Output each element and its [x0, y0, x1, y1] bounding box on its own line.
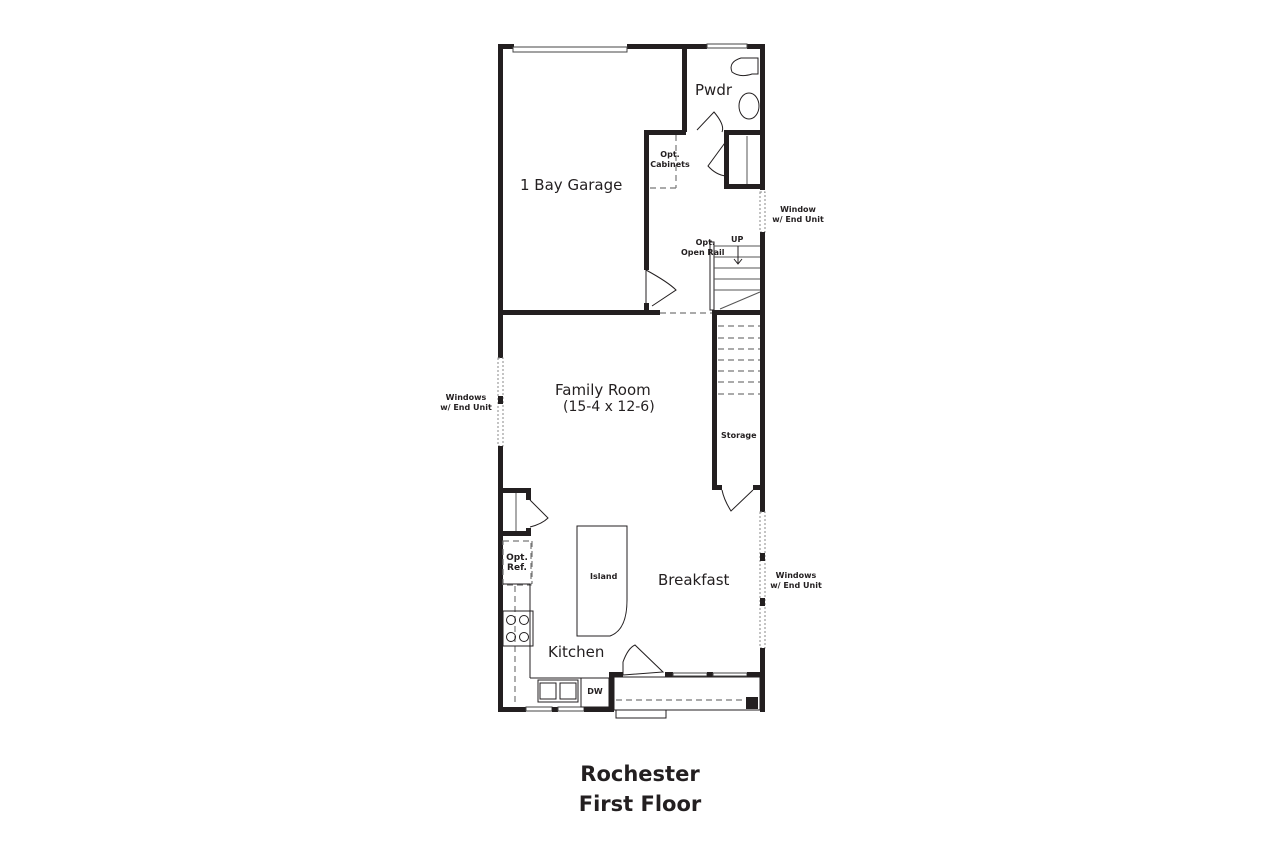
- window-right-upper: [759, 191, 766, 233]
- door-storage: [721, 489, 754, 512]
- window-mullion: [498, 396, 503, 404]
- wall-segment: [724, 130, 765, 135]
- room-label-storage: Storage: [721, 431, 757, 440]
- door-rear: [622, 644, 665, 676]
- cooktop-icon: [502, 610, 534, 647]
- label-windows-line1: Windows: [445, 393, 487, 402]
- stair-above-lines: [718, 325, 760, 395]
- wall-segment: [753, 485, 765, 490]
- wall-segment: [707, 672, 713, 677]
- room-label-breakfast: Breakfast: [658, 571, 730, 589]
- garage-door: [512, 46, 628, 53]
- label-island: Island: [590, 572, 618, 581]
- window-kitchen: [557, 706, 585, 712]
- wall-segment: [747, 672, 765, 677]
- dishwasher: [580, 677, 610, 708]
- arrow-up-icon: [733, 246, 743, 265]
- wall-top-mid: [627, 44, 707, 49]
- wall-bottom-left: [498, 707, 526, 712]
- wall-segment: [498, 488, 531, 493]
- label-stairs-up: UP: [731, 235, 744, 244]
- window-rear: [672, 672, 708, 677]
- label-opt-ref-line2: Ref.: [507, 563, 527, 573]
- stair-treads: [714, 245, 761, 310]
- window-mullion: [760, 598, 765, 606]
- label-windows-right-lower: Windows w/ End Unit: [766, 571, 826, 591]
- label-dishwasher: DW: [587, 687, 603, 696]
- toilet: [730, 57, 759, 77]
- wall-segment: [724, 184, 765, 189]
- room-label-garage: 1 Bay Garage: [520, 176, 623, 194]
- room-label-family-room: Family Room: [555, 381, 651, 399]
- wall-garage-right: [644, 130, 649, 270]
- step: [615, 709, 667, 719]
- wall-top-right: [747, 44, 765, 49]
- label-opt-open-rail-line1: Opt.: [695, 238, 715, 247]
- door-pantry: [529, 499, 549, 528]
- door-powder: [696, 111, 724, 133]
- label-opt-cabinets: Opt. Cabinets: [650, 150, 690, 170]
- sink: [738, 92, 760, 120]
- wall-segment: [644, 310, 660, 315]
- label-opt-open-rail-line2: Open Rail: [681, 248, 725, 257]
- wall-left-upper: [498, 44, 503, 358]
- window-powder: [706, 43, 748, 49]
- patio: [613, 676, 761, 711]
- window-mullion: [760, 553, 765, 561]
- label-opt-ref: Opt. Ref.: [503, 553, 531, 573]
- floor-name: First Floor: [578, 792, 702, 816]
- label-window-line2: w/ End Unit: [772, 215, 824, 224]
- wall-right-bottom: [760, 648, 765, 712]
- opt-refrigerator: [502, 540, 532, 586]
- post: [746, 697, 758, 709]
- window-kitchen: [525, 706, 553, 712]
- label-window-line1: Window: [780, 205, 816, 214]
- label-opt-cabinets-line2: Cabinets: [650, 160, 690, 169]
- door-garage: [645, 269, 677, 307]
- wall-right-top: [760, 44, 765, 190]
- door-closet: [707, 139, 728, 177]
- wall-segment: [712, 485, 722, 490]
- plan-name: Rochester: [580, 762, 700, 786]
- kitchen-island: [576, 525, 628, 637]
- wall-garage-pwdr: [682, 44, 687, 132]
- room-label-kitchen: Kitchen: [548, 643, 605, 661]
- opt-open-rail: [709, 241, 715, 311]
- window-rear: [712, 672, 748, 677]
- wall-segment: [724, 130, 729, 188]
- wall-segment: [644, 130, 686, 135]
- wall-storage-left: [712, 315, 717, 490]
- label-windows-line2: w/ End Unit: [440, 403, 492, 412]
- wall-left-lower: [498, 446, 503, 712]
- wall-segment: [712, 310, 765, 315]
- label-opt-open-rail: Opt. Open Rail: [681, 238, 725, 258]
- wall-segment: [526, 528, 531, 536]
- label-windows-line1: Windows: [775, 571, 817, 580]
- room-dimensions-family-room: (15-4 x 12-6): [563, 399, 655, 415]
- wall-segment: [526, 488, 531, 500]
- wall-top-left: [498, 44, 514, 49]
- wall-segment: [609, 672, 623, 677]
- wall-segment: [665, 672, 673, 677]
- wall-segment: [644, 303, 649, 315]
- label-windows-left: Windows w/ End Unit: [436, 393, 496, 413]
- wall-segment: [498, 531, 531, 536]
- wall-right-mid: [760, 232, 765, 512]
- label-opt-ref-line1: Opt.: [506, 553, 528, 563]
- wall-segment: [584, 707, 614, 712]
- label-opt-cabinets-line1: Opt.: [660, 150, 680, 159]
- wall-segment: [609, 672, 614, 712]
- label-window-right-upper: Window w/ End Unit: [768, 205, 828, 225]
- wall-segment: [552, 707, 558, 712]
- label-windows-line2: w/ End Unit: [770, 581, 822, 590]
- windows-right-lower: [759, 511, 766, 649]
- wall-garage-bottom: [498, 310, 645, 315]
- room-label-powder: Pwdr: [695, 81, 733, 99]
- sink-icon: [537, 679, 579, 703]
